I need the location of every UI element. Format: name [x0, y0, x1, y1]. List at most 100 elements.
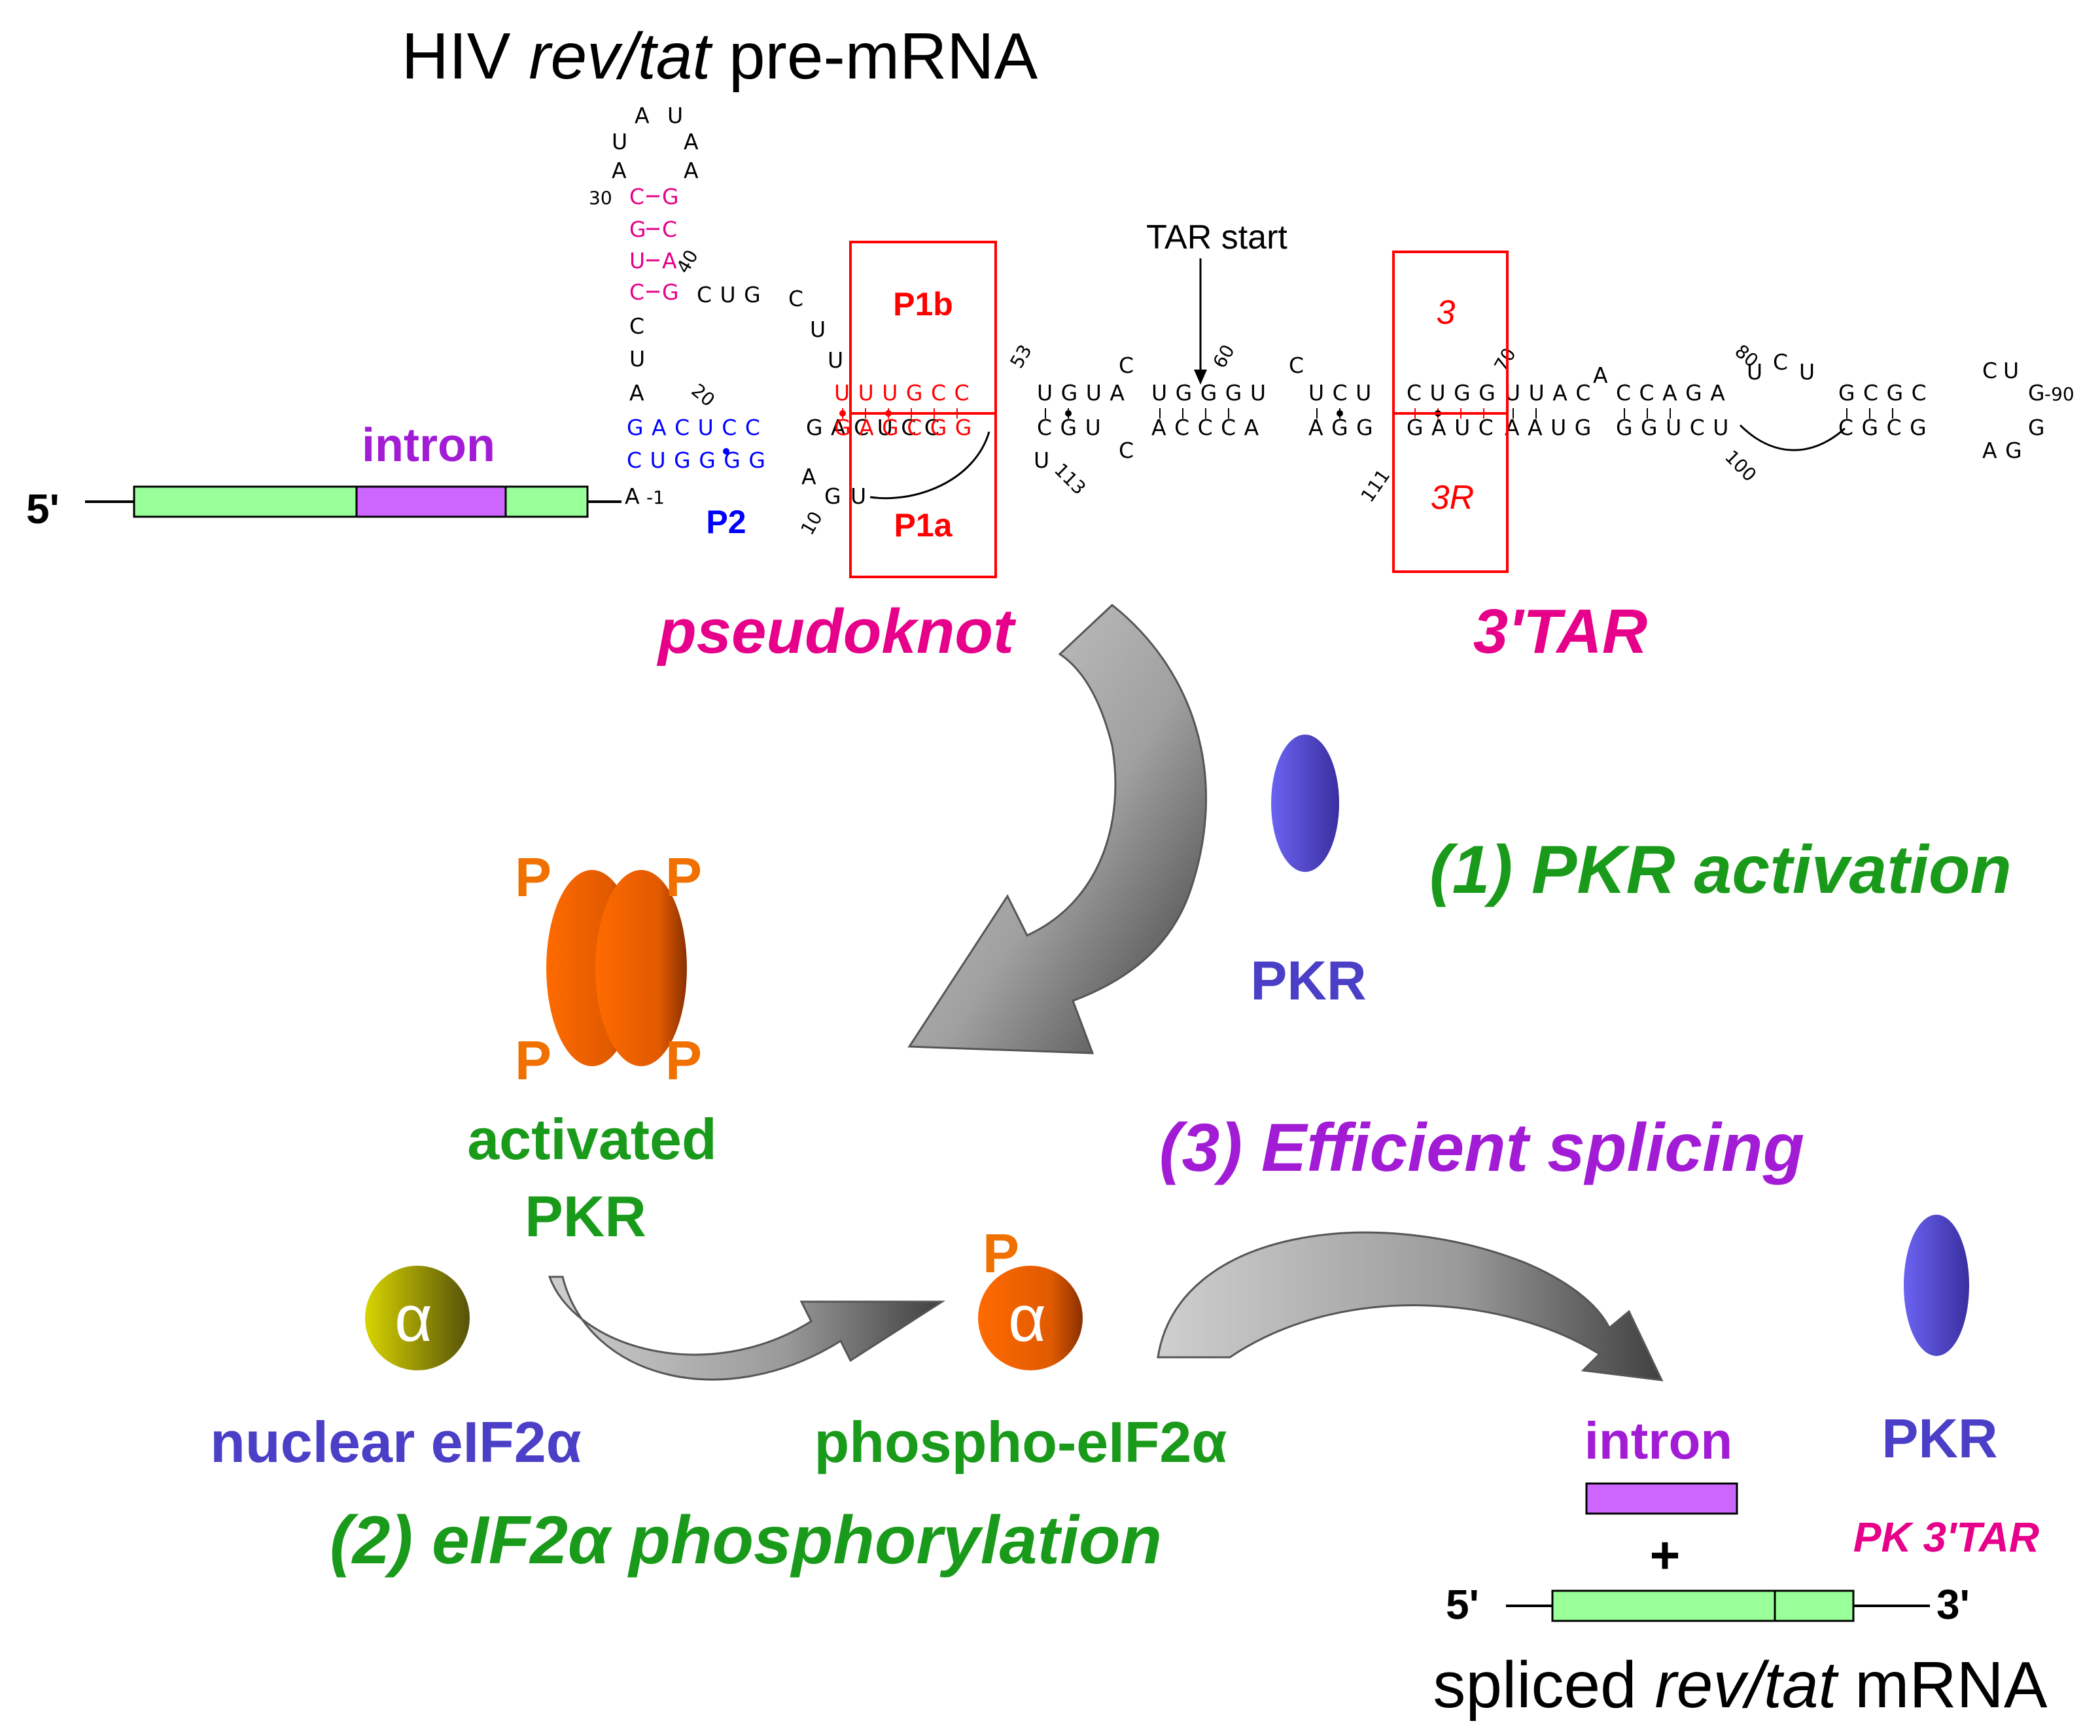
rna-nucleotide-label: G	[629, 217, 647, 242]
intron-label-top: intron	[362, 419, 495, 472]
rna-nucleotide-label: U C U	[1308, 380, 1372, 406]
p2-label: P2	[706, 504, 746, 540]
rna-nucleotide-label: C U G G	[1407, 380, 1496, 406]
rna-nucleotide-label: A	[662, 248, 678, 273]
pkr-label-top: PKR	[1250, 950, 1366, 1011]
rna-nucleotide-label: G A U C	[1407, 415, 1494, 440]
rna-nucleotide-label: A	[612, 158, 627, 183]
exon-left	[133, 485, 358, 518]
intron-label-bottom: intron	[1584, 1412, 1733, 1470]
rna-nucleotide-label: U	[1747, 359, 1763, 385]
rna-nucleotide-label: A	[684, 129, 699, 154]
rna-nucleotide-label: G	[2028, 380, 2046, 406]
rna-nucleotide-label: A	[801, 464, 817, 489]
p1b-label: P1b	[893, 286, 953, 322]
rna-nucleotide-label: U	[2003, 358, 2020, 383]
rna-nucleotide-label: U	[612, 129, 628, 154]
rna-nucleotide-label: U	[850, 483, 867, 509]
rna-nucleotide-label: U	[1799, 359, 1815, 385]
p-badge-br: P	[665, 1030, 702, 1091]
p-badge-tr: P	[665, 846, 702, 908]
pk-3tar-label: PK 3'TAR	[1853, 1514, 2039, 1561]
step1-label: (1) PKR activation	[1429, 832, 2012, 908]
rna-nucleotide-label: U G U A	[1037, 380, 1125, 406]
curved-arrow-phosphorylation	[548, 1276, 946, 1381]
rna-nucleotide-label: C	[1119, 438, 1134, 463]
rna-nucleotide-label: A	[625, 483, 640, 509]
pkr-monomer	[1271, 735, 1339, 872]
intron-segment	[355, 485, 507, 518]
p-badge-eif2a: P	[983, 1223, 1019, 1284]
rna-nucleotide-label: C	[662, 217, 678, 242]
phospho-eif2a	[978, 1266, 1083, 1370]
rna-nucleotide-label: 53	[1006, 341, 1036, 372]
pre-mrna-gene: 5' intron	[26, 419, 621, 532]
rna-nucleotide-label: A	[635, 103, 650, 128]
rna-nucleotide-label: 60	[1208, 341, 1238, 372]
box-3r	[1392, 412, 1509, 573]
spliced-exon-1	[1551, 1589, 1776, 1622]
rna-nucleotide-label: U	[629, 346, 646, 372]
tar-start-label: TAR start	[1146, 218, 1287, 256]
rna-nucleotide-label: C U G	[697, 282, 761, 307]
rna-nucleotide-label: G A C U C C	[806, 415, 940, 440]
three-prime-tar-label: 3'TAR	[1473, 597, 1647, 667]
rna-nucleotide-label: A G G	[1308, 415, 1374, 440]
rna-nucleotide-label: U	[1034, 447, 1050, 473]
plus-sign: +	[1650, 1526, 1681, 1584]
alpha-glyph-right: α	[1008, 1282, 1046, 1355]
nuclear-eif2a	[365, 1266, 470, 1370]
step2-label: (2) eIF2α phosphorylation	[330, 1502, 1162, 1578]
five-prime-label: 5'	[26, 485, 60, 532]
rna-nucleotide-label: 20	[688, 379, 720, 411]
rna-nucleotide-label: A	[629, 380, 645, 406]
spliced-exon-2	[1774, 1589, 1855, 1622]
rna-nucleotide-label: C C A G A	[1616, 380, 1726, 406]
spliced-five-prime: 5'	[1446, 1581, 1479, 1628]
rna-nucleotide-label: A A U G	[1505, 415, 1592, 440]
rna-nucleotide-label: U U U G C C	[834, 380, 970, 406]
rna-nucleotide-label: G A C U C C	[627, 415, 761, 440]
rna-nucleotide-label: G	[662, 184, 680, 209]
rna-nucleotide-label: G	[824, 483, 842, 509]
rna-nucleotide-label: 30	[589, 187, 612, 209]
rna-nucleotide-label: C	[1982, 358, 1998, 383]
figure-title: HIV rev/tat pre-mRNA	[402, 20, 1038, 93]
box-3-label: 3	[1437, 294, 1456, 332]
rna-nucleotide-label: G A G C G G	[834, 415, 972, 440]
excised-intron	[1585, 1482, 1738, 1515]
spliced-mrna-label: spliced rev/tat mRNA	[1433, 1648, 2047, 1722]
rna-nucleotide-label: G	[662, 279, 680, 305]
pkr-label-bottom: PKR	[1881, 1408, 1997, 1469]
pseudoknot-label: pseudoknot	[656, 597, 1017, 667]
box-3r-label: 3R	[1431, 479, 1474, 517]
rna-nucleotide-label: A G	[1982, 438, 2023, 463]
rna-nucleotide-label: C	[788, 286, 804, 311]
curved-arrow-activation	[907, 604, 1208, 1054]
activated-pkr-dimer: P P P P	[515, 846, 702, 1091]
rna-nucleotide-label: 70	[1490, 344, 1520, 375]
activated-pkr-label: PKR	[525, 1184, 646, 1249]
rna-nucleotide-label: -90	[2044, 383, 2074, 405]
p-badge-tl: P	[515, 846, 551, 908]
nuclear-eif2a-label: nuclear eIF2α	[210, 1410, 582, 1474]
rna-nucleotide-label: A C C C A	[1151, 415, 1259, 440]
rna-nucleotide-label: U U A C	[1505, 380, 1591, 406]
alpha-glyph-left: α	[394, 1282, 432, 1355]
exon-right	[504, 485, 589, 518]
curved-arrow-splicing	[1157, 1231, 1664, 1381]
rna-nucleotide-label: U	[667, 103, 684, 128]
activated-label: activated	[467, 1107, 717, 1172]
phospho-eif2a-label: phospho-eIF2α	[814, 1410, 1227, 1474]
rna-nucleotide-label: 10	[796, 508, 826, 538]
rna-nucleotide-label: U	[810, 317, 826, 342]
rna-nucleotide-label: 113	[1050, 459, 1090, 499]
rna-nucleotide-label: C G U	[1037, 415, 1102, 440]
rna-nucleotide-label: -1	[646, 487, 665, 508]
p1a-box	[849, 412, 997, 578]
rna-nucleotide-label: U G G G U	[1151, 380, 1267, 406]
rna-nucleotide-label: C U G G G G	[627, 447, 766, 473]
rna-nucleotide-label: G G U C U	[1616, 415, 1729, 440]
rna-structure: A U U A A A 30 C G G C U A C G 40 C U A …	[589, 103, 2074, 578]
